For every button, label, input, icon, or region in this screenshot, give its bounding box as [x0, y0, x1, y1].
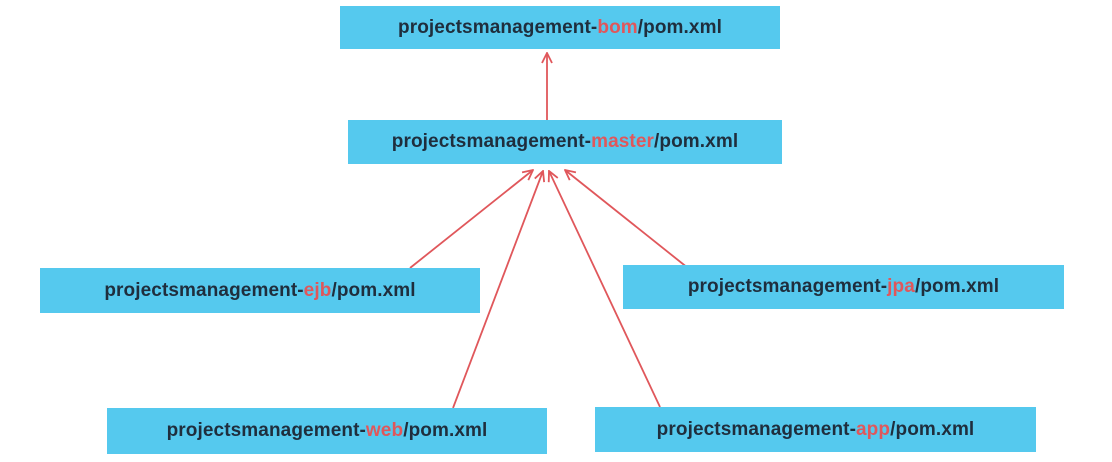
node-app-module: app [856, 418, 891, 440]
node-app-suffix: /pom.xml [890, 418, 975, 440]
node-web-prefix: projectsmanagement- [166, 420, 366, 441]
node-bom-prefix: projectsmanagement- [398, 16, 598, 38]
node-web-module: web [365, 420, 404, 441]
node-ejb-module: ejb [303, 279, 332, 301]
arrow-ejb-to-master [409, 170, 533, 269]
arrow-app-to-master [549, 171, 661, 408]
node-jpa-suffix: /pom.xml [914, 276, 1000, 297]
node-bom-pom: projectsmanagement-bom/pom.xml [340, 6, 780, 49]
node-ejb-pom: projectsmanagement-ejb/pom.xml [40, 268, 480, 313]
node-web-suffix: /pom.xml [403, 420, 488, 441]
node-ejb-suffix: /pom.xml [331, 279, 416, 301]
node-master-prefix: projectsmanagement- [391, 131, 592, 152]
node-ejb-prefix: projectsmanagement- [104, 279, 304, 301]
node-jpa-prefix: projectsmanagement- [687, 276, 888, 297]
node-master-pom: projectsmanagement-master/pom.xml [348, 120, 782, 164]
node-web-pom: projectsmanagement-web/pom.xml [107, 408, 547, 454]
node-app-prefix: projectsmanagement- [656, 418, 857, 440]
node-master-module: master [591, 131, 655, 152]
node-jpa-module: jpa [887, 276, 915, 297]
node-master-suffix: /pom.xml [654, 131, 739, 152]
arrow-web-to-master [452, 171, 543, 409]
node-jpa-pom: projectsmanagement-jpa/pom.xml [623, 265, 1064, 309]
node-bom-suffix: /pom.xml [637, 16, 722, 38]
node-bom-module: bom [597, 16, 638, 38]
node-app-pom: projectsmanagement-app/pom.xml [595, 407, 1036, 452]
arrow-jpa-to-master [565, 170, 694, 273]
